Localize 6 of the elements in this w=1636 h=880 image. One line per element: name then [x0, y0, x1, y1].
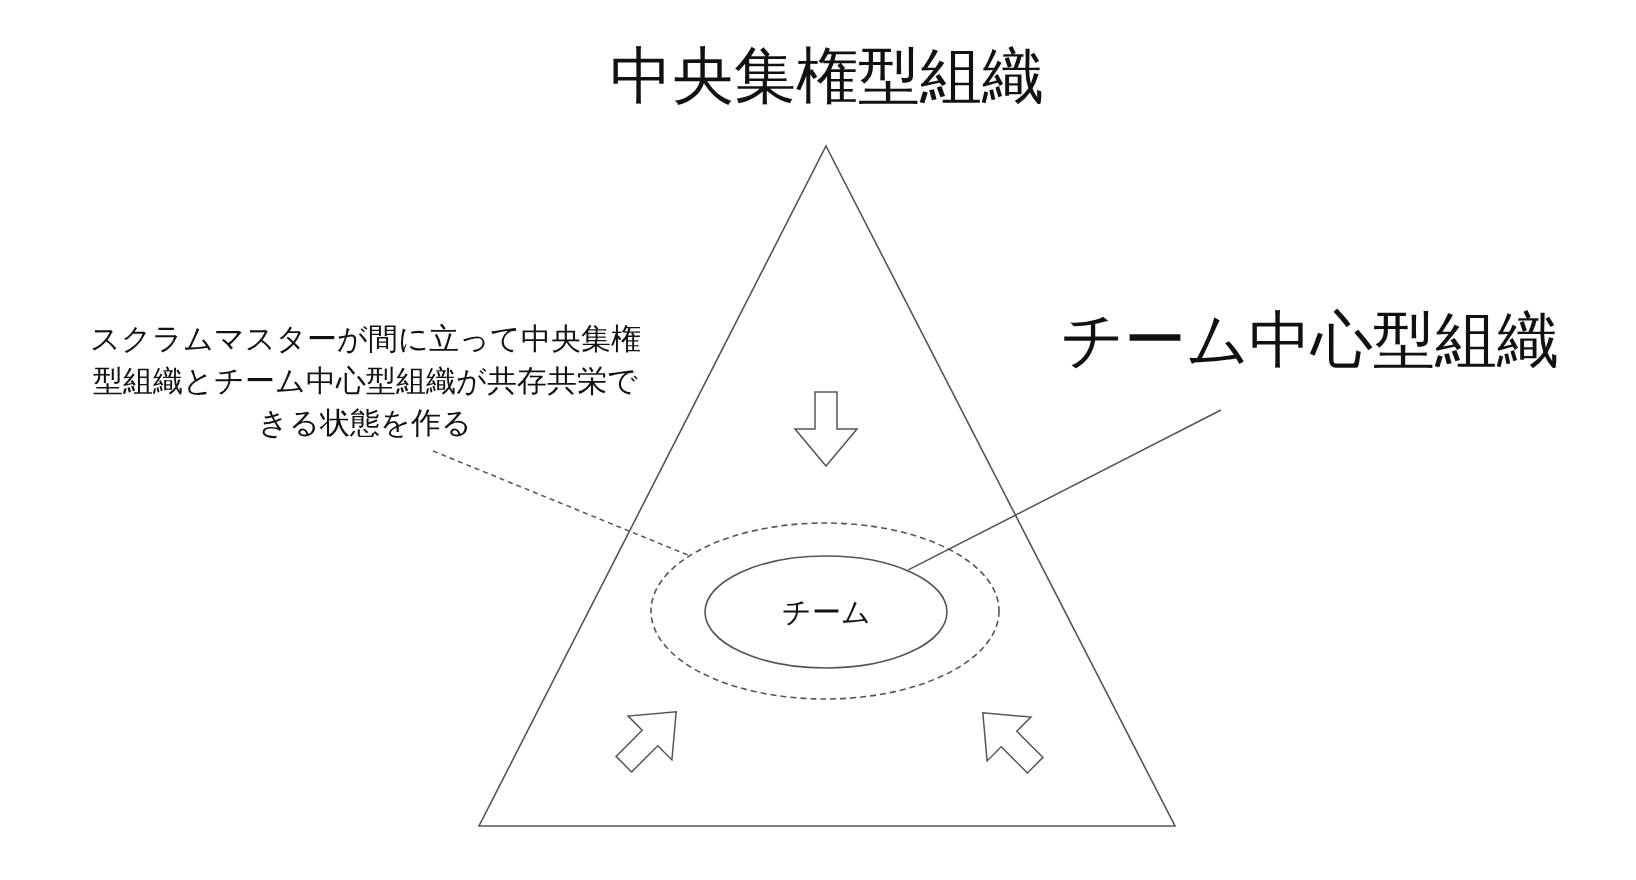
annotation-text: チーム中心型組織	[1060, 302, 1560, 378]
node-label: チーム	[780, 593, 872, 631]
leader-line	[907, 409, 1222, 571]
annotation-text: スクラムマスターが間に立って中央集権型組織とチーム中心型組織が共存共栄できる状態を作る	[88, 320, 642, 442]
leader-line	[432, 450, 690, 557]
heading: 中央集権型組織	[609, 38, 1045, 114]
